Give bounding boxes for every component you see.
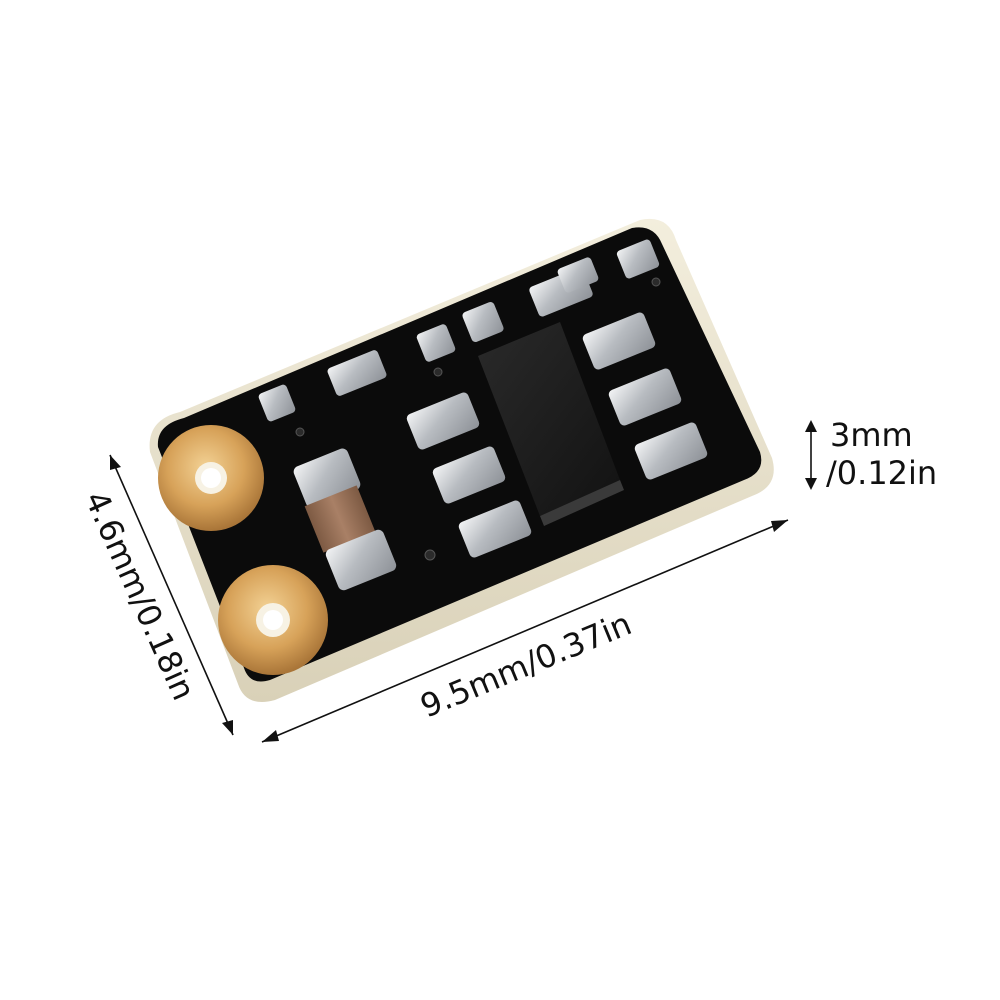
smd-capacitor xyxy=(293,448,397,591)
gold-pad-bottom xyxy=(218,565,328,675)
thickness-dimension: 3mm /0.12in xyxy=(805,416,937,492)
chip-leads-left xyxy=(406,392,532,558)
vias xyxy=(295,277,661,561)
chip-leads-right xyxy=(582,312,708,480)
thickness-label-line2: /0.12in xyxy=(826,454,937,492)
gold-pad-top xyxy=(158,425,264,531)
ic-chip xyxy=(478,322,624,526)
top-pad-row xyxy=(258,239,660,422)
thickness-label-line1: 3mm xyxy=(830,416,913,454)
pcb-module xyxy=(149,218,774,702)
